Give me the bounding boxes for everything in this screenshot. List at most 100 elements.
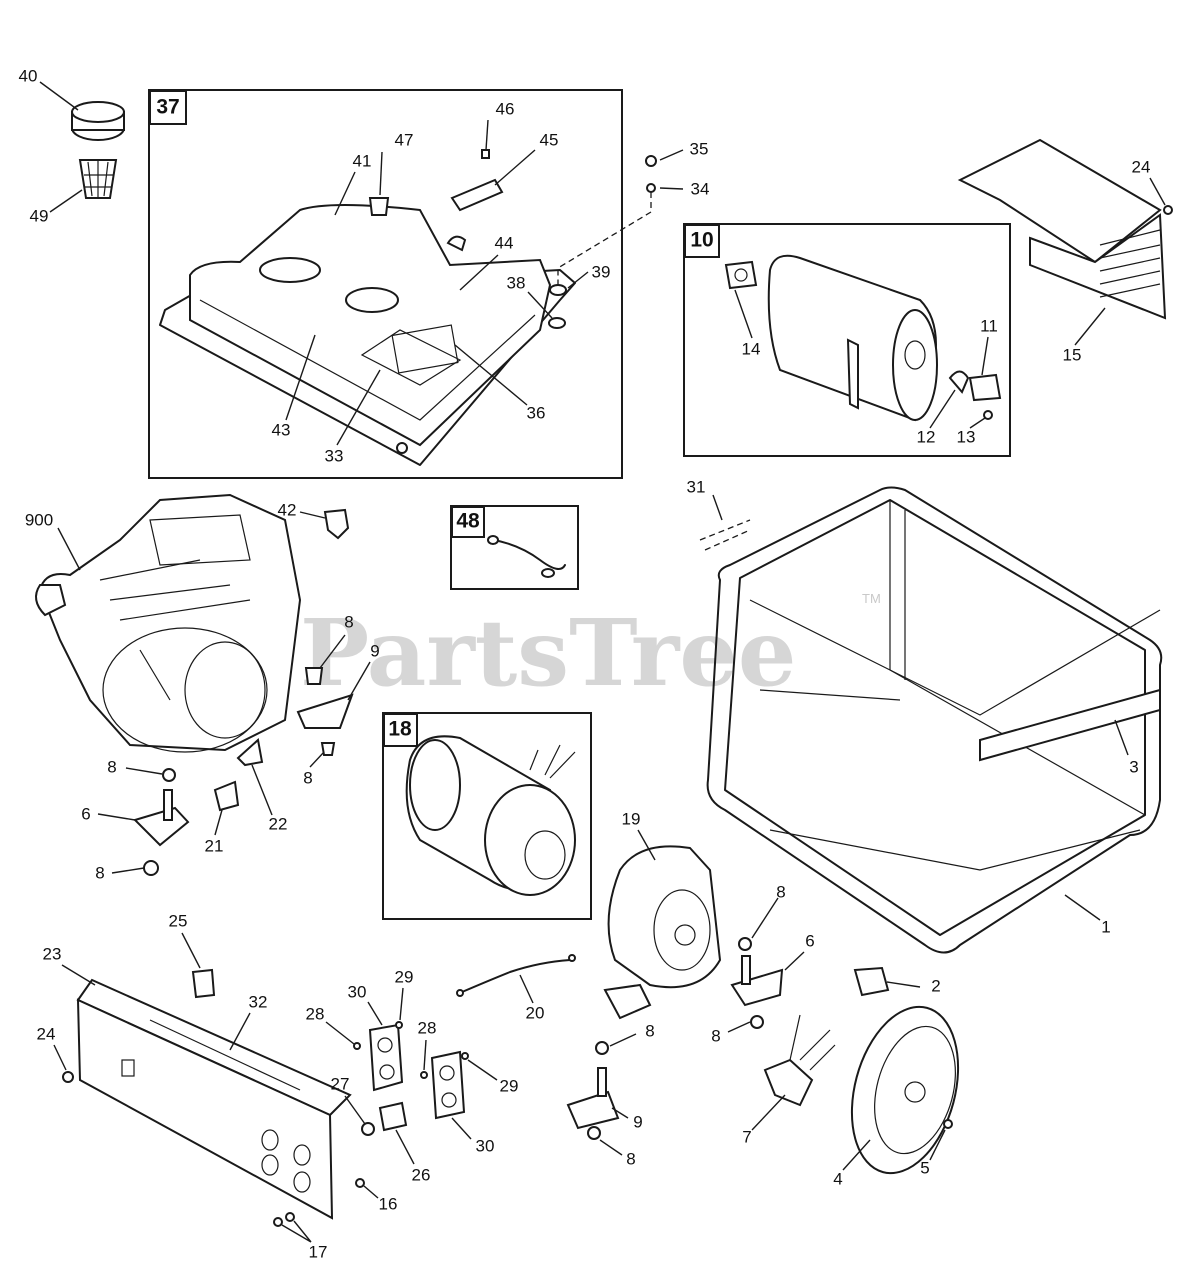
callout-33[interactable]: 33 bbox=[325, 446, 344, 465]
callout-41[interactable]: 41 bbox=[353, 151, 372, 170]
control-panel-group: 23 32 24 25 bbox=[37, 911, 352, 1220]
tube-frame-part bbox=[706, 486, 1163, 954]
fuel-line-group: 48 bbox=[450, 505, 579, 590]
callout-14[interactable]: 14 bbox=[742, 339, 761, 358]
callout-28-a[interactable]: 28 bbox=[306, 1004, 325, 1023]
callout-6-a[interactable]: 6 bbox=[81, 804, 90, 823]
engine-mount-group: 8 9 8 bbox=[296, 612, 380, 787]
callout-6-b[interactable]: 6 bbox=[805, 931, 814, 950]
callout-45[interactable]: 45 bbox=[540, 130, 559, 149]
callout-13[interactable]: 13 bbox=[957, 427, 976, 446]
callout-2[interactable]: 2 bbox=[931, 976, 940, 995]
end-bell-foot bbox=[603, 983, 652, 1020]
callout-21[interactable]: 21 bbox=[205, 836, 224, 855]
group-box-37-label-bg bbox=[149, 90, 187, 125]
callout-23[interactable]: 23 bbox=[43, 944, 62, 963]
callout-26[interactable]: 26 bbox=[412, 1165, 431, 1184]
receptacle-socket bbox=[379, 1064, 395, 1080]
nut-part-8 bbox=[162, 768, 176, 782]
callout-40[interactable]: 40 bbox=[19, 66, 38, 85]
callout-5[interactable]: 5 bbox=[920, 1158, 929, 1177]
callout-8-f[interactable]: 8 bbox=[711, 1026, 720, 1045]
group-box-48-label[interactable]: 48 bbox=[456, 510, 480, 533]
end-cover-grille bbox=[874, 1025, 956, 1155]
leader-34 bbox=[659, 187, 684, 190]
callout-30-b[interactable]: 30 bbox=[476, 1136, 495, 1155]
group-box-10-label[interactable]: 10 bbox=[690, 229, 713, 252]
leader-8d bbox=[111, 867, 145, 874]
callout-8-g[interactable]: 8 bbox=[645, 1021, 654, 1040]
leader-7 bbox=[751, 1094, 786, 1131]
callout-8-e[interactable]: 8 bbox=[776, 882, 785, 901]
callout-8-c[interactable]: 8 bbox=[107, 757, 116, 776]
tank-label-plate bbox=[391, 324, 459, 374]
callout-15[interactable]: 15 bbox=[1063, 345, 1082, 364]
group-box-18-label[interactable]: 18 bbox=[388, 718, 412, 741]
callout-12[interactable]: 12 bbox=[917, 427, 936, 446]
leader-3 bbox=[1114, 719, 1129, 756]
group-box-37-label[interactable]: 37 bbox=[156, 96, 179, 119]
callout-24-panel[interactable]: 24 bbox=[37, 1024, 56, 1043]
callout-900[interactable]: 900 bbox=[25, 510, 53, 529]
callout-8-h[interactable]: 8 bbox=[626, 1149, 635, 1168]
callout-35[interactable]: 35 bbox=[690, 139, 709, 158]
callout-28-b[interactable]: 28 bbox=[418, 1018, 437, 1037]
callout-4[interactable]: 4 bbox=[833, 1169, 842, 1188]
callout-30-a[interactable]: 30 bbox=[348, 982, 367, 1001]
callout-29-b[interactable]: 29 bbox=[500, 1076, 519, 1095]
engine-group: 900 42 bbox=[25, 493, 350, 753]
leader-35 bbox=[659, 149, 684, 161]
callout-49[interactable]: 49 bbox=[30, 206, 49, 225]
callout-39[interactable]: 39 bbox=[592, 262, 611, 281]
callout-25[interactable]: 25 bbox=[169, 911, 188, 930]
callout-1[interactable]: 1 bbox=[1101, 917, 1110, 936]
tank-decal bbox=[360, 329, 462, 386]
mount-part-9 bbox=[566, 1090, 620, 1130]
leader-49 bbox=[49, 189, 83, 213]
callout-11[interactable]: 11 bbox=[980, 316, 998, 335]
callout-34[interactable]: 34 bbox=[691, 179, 710, 198]
callout-9-b[interactable]: 9 bbox=[633, 1112, 642, 1131]
callout-17[interactable]: 17 bbox=[309, 1242, 328, 1261]
bracket-part-21 bbox=[213, 780, 240, 812]
callout-32[interactable]: 32 bbox=[249, 992, 268, 1011]
fuel-valve-part bbox=[368, 197, 390, 216]
end-cover-hub bbox=[904, 1081, 926, 1103]
callout-8-b[interactable]: 8 bbox=[303, 768, 312, 787]
leader-21 bbox=[214, 809, 223, 836]
callout-29-a[interactable]: 29 bbox=[395, 967, 414, 986]
callout-47[interactable]: 47 bbox=[395, 130, 414, 149]
callout-19[interactable]: 19 bbox=[622, 809, 641, 828]
callout-42[interactable]: 42 bbox=[278, 500, 297, 519]
muffler-screw-part bbox=[983, 410, 993, 420]
callout-3[interactable]: 3 bbox=[1129, 757, 1138, 776]
group-box-37 bbox=[148, 89, 623, 479]
end-bell-group: 19 bbox=[603, 809, 722, 1020]
leader-8b bbox=[309, 751, 325, 768]
callout-8-a[interactable]: 8 bbox=[344, 612, 353, 631]
frame-group: 31 3 1 bbox=[687, 477, 1163, 954]
callout-27[interactable]: 27 bbox=[331, 1074, 350, 1093]
receptacle-socket bbox=[377, 1037, 393, 1053]
callout-22[interactable]: 22 bbox=[269, 814, 288, 833]
callout-9-a[interactable]: 9 bbox=[370, 641, 379, 660]
frame-upright bbox=[889, 500, 1146, 816]
callout-44[interactable]: 44 bbox=[495, 233, 514, 252]
leader-23 bbox=[61, 964, 96, 986]
callout-24-shield[interactable]: 24 bbox=[1132, 157, 1151, 176]
engine-carburetor bbox=[149, 514, 251, 566]
leader-16 bbox=[363, 1185, 379, 1199]
bracket-part-22 bbox=[236, 738, 264, 767]
callout-36[interactable]: 36 bbox=[527, 403, 546, 422]
panel-outlet-hole bbox=[293, 1144, 311, 1166]
callout-43[interactable]: 43 bbox=[272, 420, 291, 439]
frame-crossbars bbox=[759, 689, 1141, 871]
callout-8-d[interactable]: 8 bbox=[95, 863, 104, 882]
callout-7[interactable]: 7 bbox=[742, 1127, 751, 1146]
callout-16[interactable]: 16 bbox=[379, 1194, 398, 1213]
callout-46[interactable]: 46 bbox=[496, 99, 515, 118]
callout-31[interactable]: 31 bbox=[687, 477, 706, 496]
callout-38[interactable]: 38 bbox=[507, 273, 526, 292]
callout-20[interactable]: 20 bbox=[526, 1003, 545, 1022]
